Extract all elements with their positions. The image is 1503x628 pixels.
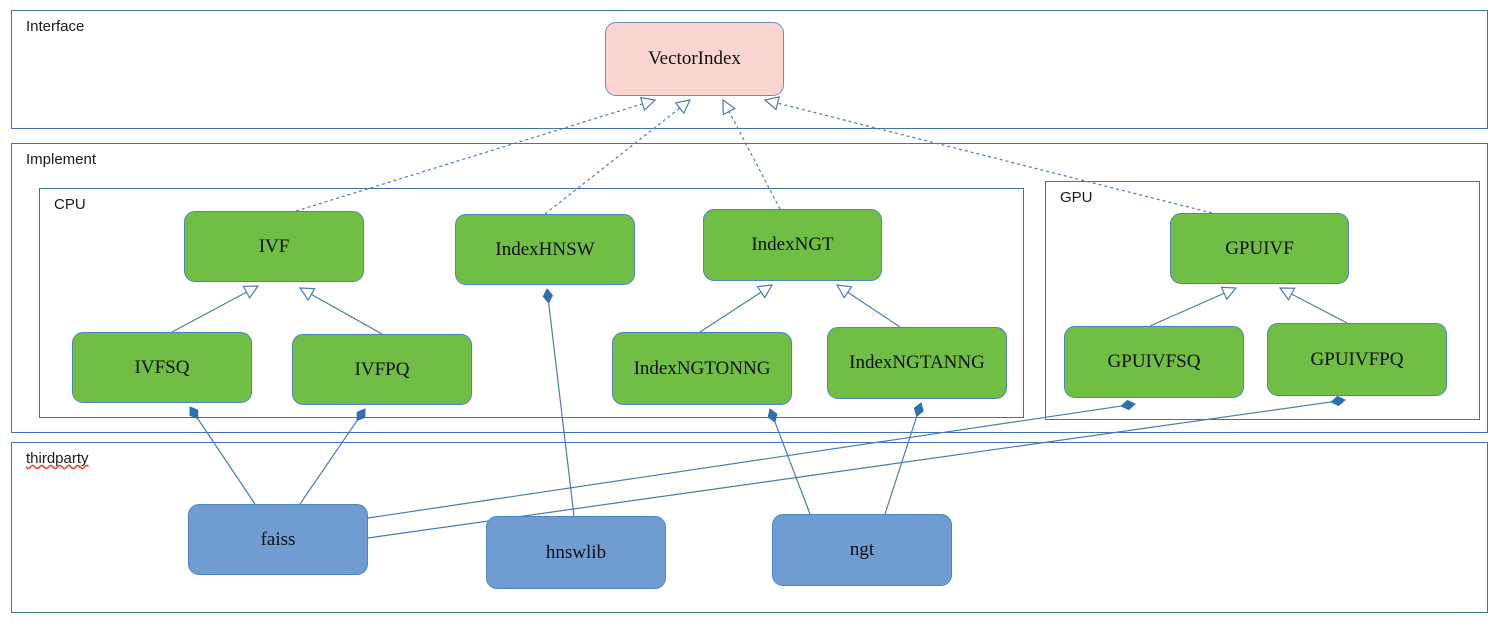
node-label-indexhnsw: IndexHNSW [495, 238, 595, 260]
node-label-vectorindex: VectorIndex [648, 48, 741, 69]
node-indexngtonng[interactable]: IndexNGTONNG [612, 332, 792, 405]
node-label-gpuivfpq: GPUIVFPQ [1310, 348, 1404, 370]
node-ngt[interactable]: ngt [772, 514, 952, 586]
node-label-ivfsq: IVFSQ [134, 356, 190, 378]
node-label-indexngt: IndexNGT [751, 234, 834, 255]
node-faiss[interactable]: faiss [188, 504, 368, 575]
container-label-gpu: GPU [1060, 189, 1093, 206]
node-gpuivf[interactable]: GPUIVF [1170, 213, 1349, 284]
node-label-indexngtanng: IndexNGTANNG [849, 352, 985, 373]
node-ivf[interactable]: IVF [184, 211, 364, 282]
node-label-ivfpq: IVFPQ [354, 358, 410, 380]
node-indexngt[interactable]: IndexNGT [703, 209, 882, 281]
node-ivfpq[interactable]: IVFPQ [292, 334, 472, 405]
node-hnswlib[interactable]: hnswlib [486, 516, 666, 589]
node-label-gpuivf: GPUIVF [1225, 237, 1294, 259]
node-label-indexngtonng: IndexNGTONNG [633, 357, 771, 379]
node-indexhnsw[interactable]: IndexHNSW [455, 214, 635, 285]
node-gpuivfpq[interactable]: GPUIVFPQ [1267, 323, 1447, 396]
node-label-hnswlib: hnswlib [545, 541, 607, 563]
container-label-thirdparty: thirdparty [26, 450, 89, 467]
node-indexngtanng[interactable]: IndexNGTANNG [827, 327, 1007, 399]
node-label-gpuivfsq: GPUIVFSQ [1107, 351, 1201, 372]
node-label-faiss: faiss [260, 528, 296, 550]
container-label-implement: Implement [26, 151, 97, 168]
node-label-ngt: ngt [849, 539, 875, 560]
node-label-ivf: IVF [258, 235, 290, 257]
container-label-cpu: CPU [54, 196, 86, 213]
node-gpuivfsq[interactable]: GPUIVFSQ [1064, 326, 1244, 398]
node-vectorindex[interactable]: VectorIndex [605, 22, 784, 96]
node-ivfsq[interactable]: IVFSQ [72, 332, 252, 403]
container-label-interface: Interface [26, 18, 85, 35]
